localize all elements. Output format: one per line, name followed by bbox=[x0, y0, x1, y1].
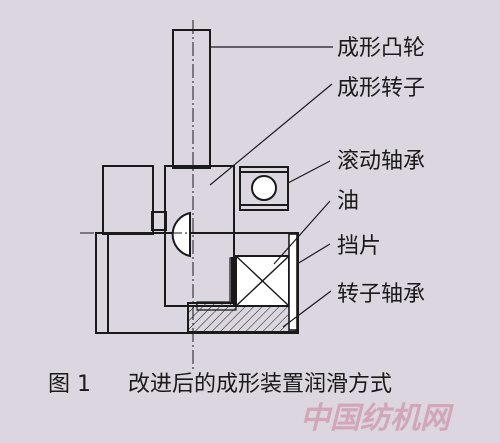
forming-cam-shaft bbox=[172, 29, 211, 169]
label-forming-cam: 成形凸轮 bbox=[337, 36, 425, 61]
oil-channel bbox=[196, 257, 237, 311]
caption-text: 改进后的成形装置润滑方式 bbox=[128, 372, 392, 397]
label-rolling-bearing: 滚动轴承 bbox=[337, 149, 425, 174]
baffle-plate bbox=[288, 233, 298, 331]
connector bbox=[151, 211, 167, 231]
rotor-joint bbox=[171, 211, 191, 258]
label-baffle: 挡片 bbox=[337, 234, 381, 259]
rolling-bearing bbox=[239, 166, 289, 211]
rolling-bearing-ball bbox=[251, 175, 277, 201]
label-forming-rotor: 成形转子 bbox=[337, 76, 425, 101]
left-block bbox=[102, 165, 154, 235]
label-oil: 油 bbox=[337, 189, 359, 214]
label-rotor-bearing: 转子轴承 bbox=[337, 282, 425, 307]
watermark: 中国纺机网 bbox=[300, 401, 454, 436]
caption-figure-number: 图 1 bbox=[48, 372, 91, 397]
